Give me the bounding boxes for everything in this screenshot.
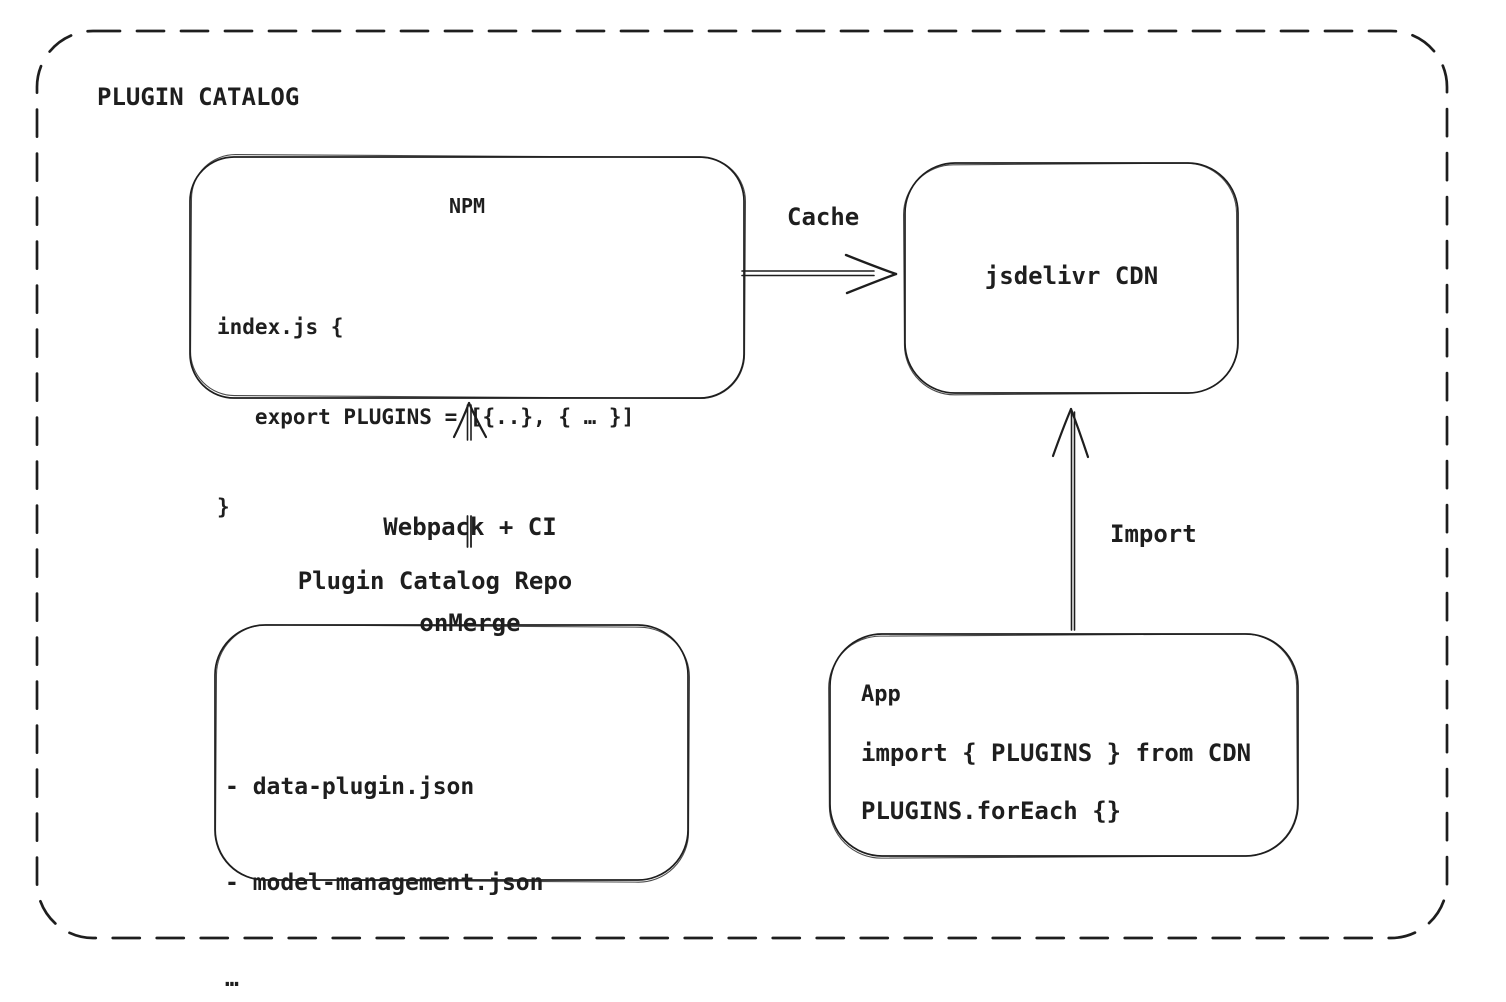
catalog-boundary [35, 29, 1449, 940]
cache-arrow [741, 253, 898, 295]
npm-node-code: index.js { export PLUGINS = [{..}, { … }… [217, 252, 634, 582]
repo-item: - model-management.json [225, 870, 544, 896]
app-node-title: App [861, 682, 901, 707]
app-code-line: PLUGINS.forEach {} [861, 797, 1122, 825]
npm-code-line: index.js { [217, 315, 344, 339]
repo-item: - data-plugin.json [225, 774, 475, 800]
repo-node-label: Plugin Catalog Repo [297, 567, 573, 595]
build-edge-label-line: onMerge [419, 609, 521, 637]
npm-code-line: export PLUGINS = [{..}, { … }] [217, 405, 635, 429]
cdn-node-title: jsdelivr CDN [984, 262, 1159, 290]
frame-title: PLUGIN CATALOG [97, 83, 300, 111]
npm-code-line: } [217, 495, 230, 519]
import-edge-label: Import [1110, 520, 1197, 548]
build-edge-label: Webpack + CI onMerge [330, 447, 610, 703]
npm-box-outline [189, 154, 747, 399]
webpack-arrow [452, 401, 488, 548]
app-box-outline [828, 633, 1299, 859]
cdn-box-outline [903, 162, 1239, 396]
npm-node-title: NPM [448, 194, 486, 218]
repo-node-items: - data-plugin.json - model-management.js… [225, 707, 544, 1002]
cache-edge-label: Cache [787, 203, 860, 231]
app-code-line: import { PLUGINS } from CDN [861, 739, 1252, 767]
build-edge-label-line: Webpack + CI [383, 513, 557, 541]
repo-item: … [225, 966, 239, 992]
import-arrow [1051, 407, 1090, 631]
repo-box-outline [214, 624, 691, 883]
